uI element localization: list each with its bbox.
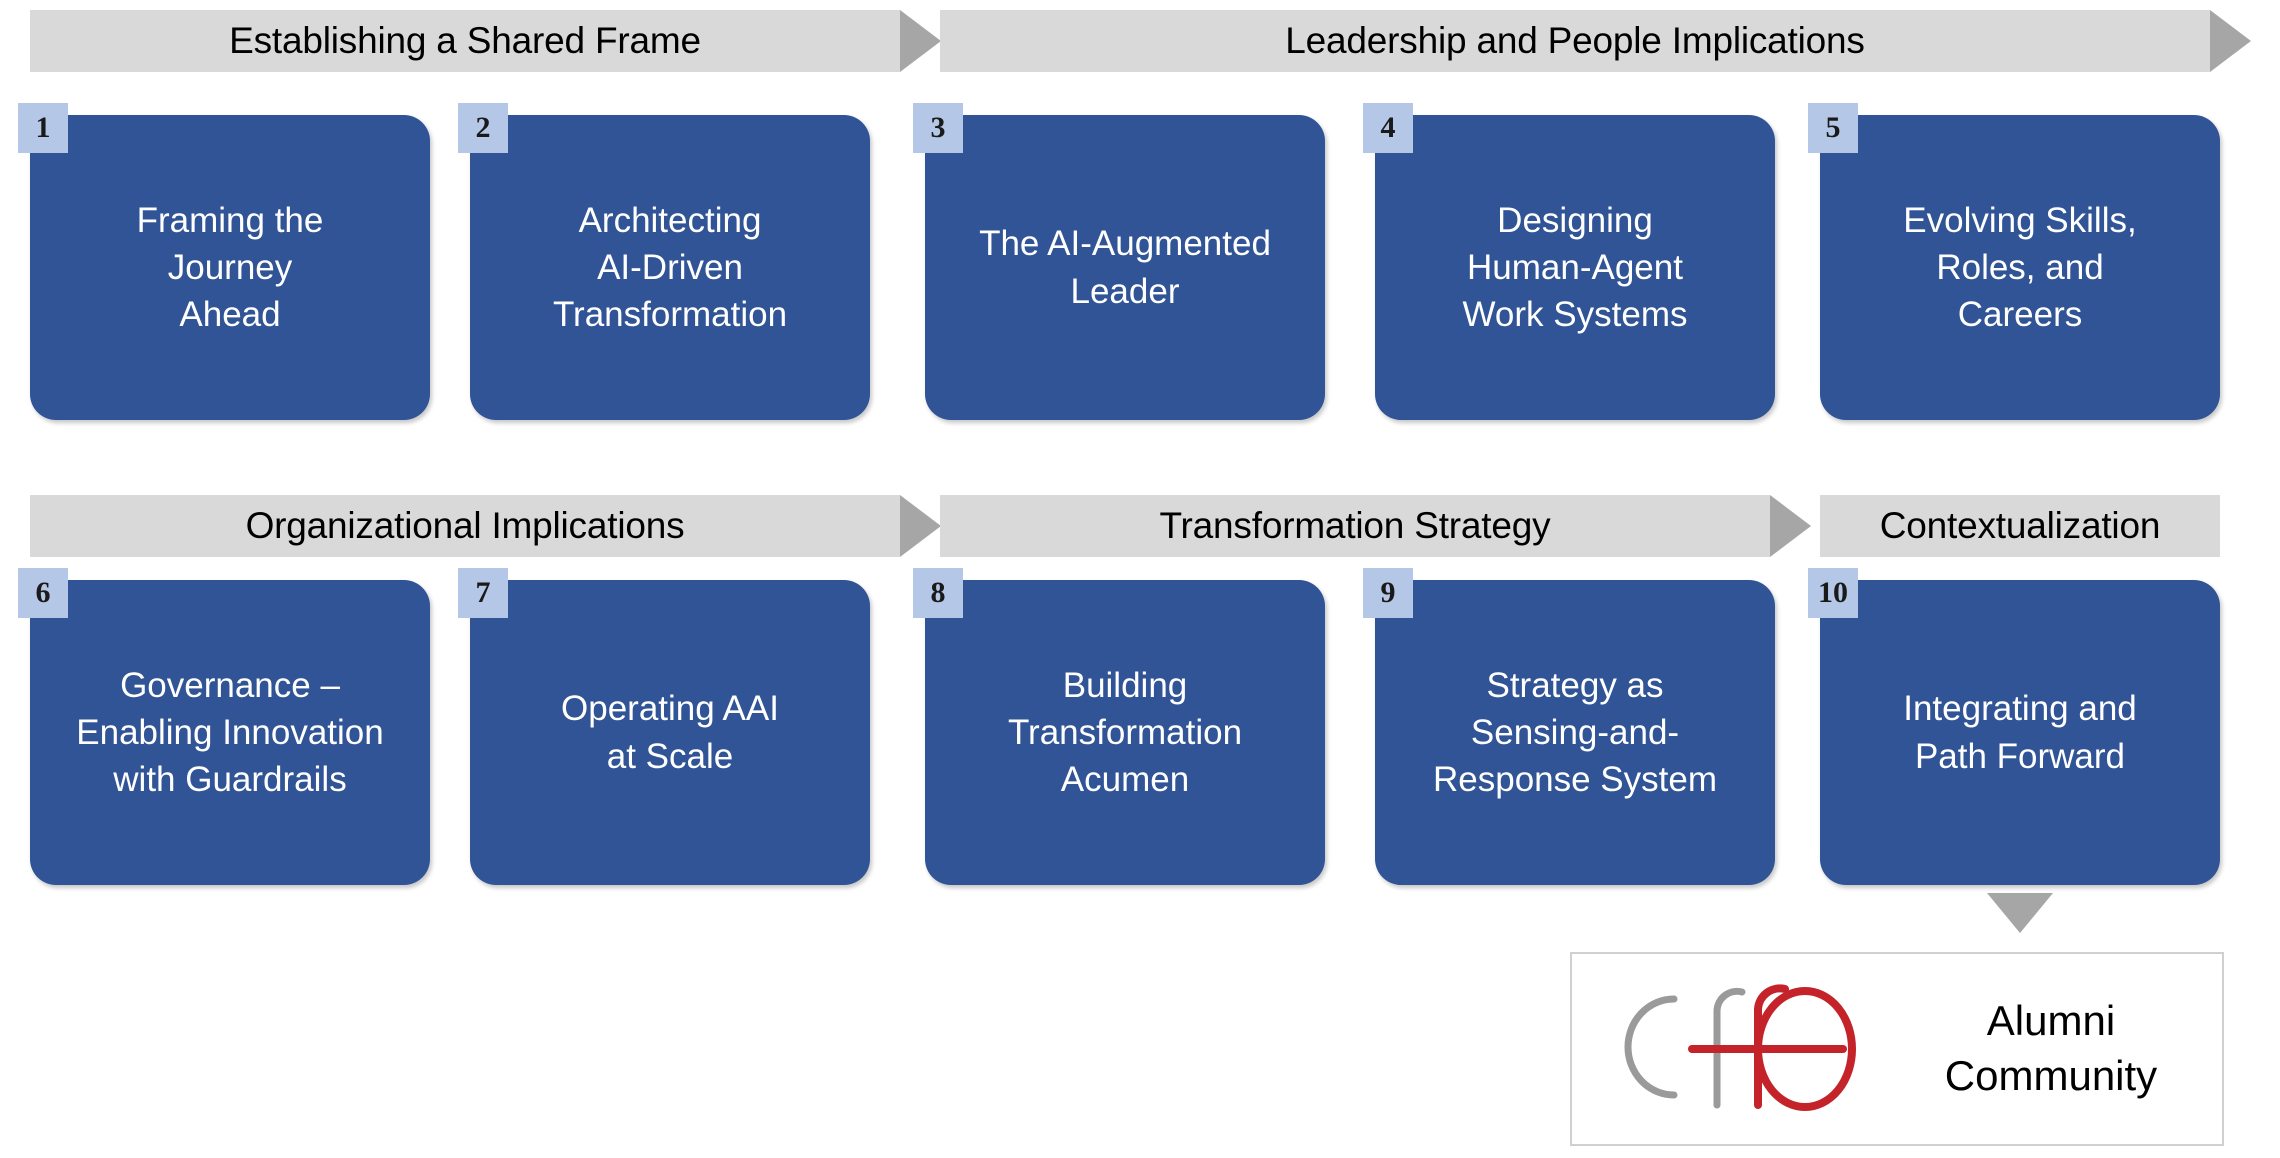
card-label: Designing Human-Agent Work Systems [1462,200,1688,335]
card-number: 2 [475,111,491,144]
banner-leadership-and-people-implications: Leadership and People Implications [940,10,2251,72]
alumni-community-box[interactable]: Alumni Community [1570,952,2224,1146]
card-number-badge: 9 [1363,568,1413,618]
chevron-right-icon [900,495,941,557]
chevron-right-icon [900,10,941,72]
card-strategy-as-sensing-and-response-system[interactable]: Strategy as Sensing-and- Response System [1375,580,1775,885]
alumni-community-label: Alumni Community [1944,997,2158,1099]
card-number: 8 [930,576,946,609]
card-number-badge: 6 [18,568,68,618]
card-governance-enabling-innovation-with-guardrails[interactable]: Governance – Enabling Innovation with Gu… [30,580,430,885]
card-label: Governance – Enabling Innovation with Gu… [76,665,384,800]
card-number: 9 [1380,576,1396,609]
card-building-transformation-acumen[interactable]: Building Transformation Acumen [925,580,1325,885]
card-number: 5 [1825,111,1841,144]
banner-label: Contextualization [1879,504,2161,546]
card-label: The AI-Augmented Leader [979,224,1271,311]
banner-transformation-strategy: Transformation Strategy [940,495,1811,557]
card-the-ai-augmented-leader[interactable]: The AI-Augmented Leader [925,115,1325,420]
card-number: 10 [1818,576,1848,609]
banner-label: Transformation Strategy [1159,504,1551,546]
card-label: Strategy as Sensing-and- Response System [1432,665,1718,800]
card-number-badge: 4 [1363,103,1413,153]
banner-organizational-implications: Organizational Implications [30,495,941,557]
card-number-badge: 8 [913,568,963,618]
card-label: Integrating and Path Forward [1903,689,2137,776]
card-operating-aai-at-scale[interactable]: Operating AAI at Scale [470,580,870,885]
card-label: Operating AAI at Scale [561,689,779,776]
card-number-badge: 10 [1808,568,1858,618]
chevron-right-icon [2210,10,2251,72]
card-number-badge: 1 [18,103,68,153]
chevron-right-icon [1770,495,1811,557]
card-number: 1 [35,111,51,144]
card-number: 4 [1380,111,1396,144]
banner-label: Establishing a Shared Frame [229,19,701,61]
arrow-down-icon [1987,893,2053,933]
card-framing-the-journey-ahead[interactable]: Framing the Journey Ahead [30,115,430,420]
card-number-badge: 3 [913,103,963,153]
card-integrating-and-path-forward[interactable]: Integrating and Path Forward [1820,580,2220,885]
card-number-badge: 5 [1808,103,1858,153]
card-number-badge: 2 [458,103,508,153]
card-designing-human-agent-work-systems[interactable]: Designing Human-Agent Work Systems [1375,115,1775,420]
card-label: Evolving Skills, Roles, and Careers [1903,200,2137,335]
cffo-logo-icon [1600,977,1870,1122]
card-evolving-skills-roles-and-careers[interactable]: Evolving Skills, Roles, and Careers [1820,115,2220,420]
card-number: 7 [475,576,491,609]
banner-contextualization: Contextualization [1820,495,2220,557]
card-label: Architecting AI-Driven Transformation [552,200,788,335]
card-number-badge: 7 [458,568,508,618]
card-number: 6 [35,576,51,609]
banner-label: Leadership and People Implications [1285,19,1865,61]
banner-label: Organizational Implications [245,504,685,546]
card-architecting-ai-driven-transformation[interactable]: Architecting AI-Driven Transformation [470,115,870,420]
card-label: Building Transformation Acumen [1007,665,1243,800]
banner-establishing-a-shared-frame: Establishing a Shared Frame [30,10,941,72]
card-number: 3 [930,111,946,144]
card-label: Framing the Journey Ahead [136,200,324,335]
